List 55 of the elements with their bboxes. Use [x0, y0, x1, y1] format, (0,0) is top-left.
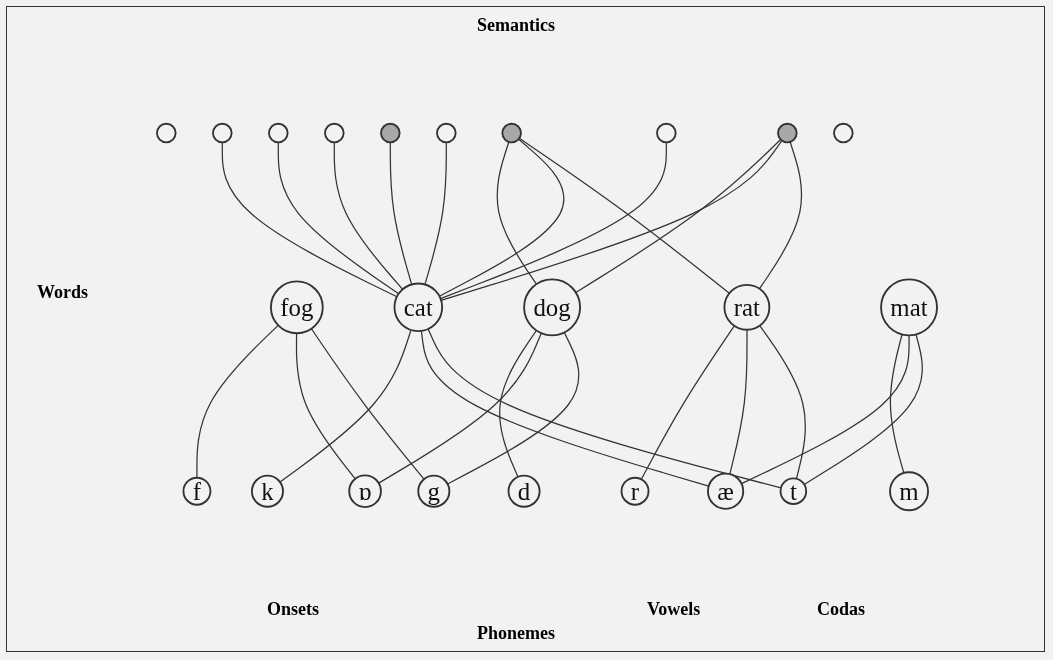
connector	[295, 332, 356, 480]
node-circle	[268, 122, 289, 144]
connector	[758, 141, 803, 290]
layer-label: Onsets	[267, 599, 319, 620]
connector	[575, 138, 782, 294]
connector	[438, 138, 565, 297]
connector	[499, 329, 537, 478]
connector	[333, 141, 404, 290]
node-circle: ɒ	[348, 474, 382, 508]
node-circle: t	[779, 477, 808, 505]
node-circle: cat	[393, 282, 444, 333]
node-circle: m	[889, 471, 929, 512]
connector	[196, 324, 279, 479]
node-circle: d	[507, 474, 541, 508]
node-circle	[324, 122, 345, 144]
node-circle: g	[417, 474, 451, 508]
node-circle: mat	[880, 278, 938, 337]
connector	[496, 141, 537, 285]
connector	[803, 333, 923, 486]
connector	[427, 328, 782, 489]
node-circle	[833, 122, 854, 144]
connector	[440, 140, 783, 301]
connector	[279, 329, 412, 483]
node-circle	[212, 122, 233, 144]
layer-label: Vowels	[647, 599, 701, 620]
connector	[759, 325, 806, 480]
connector	[420, 330, 710, 487]
connector	[310, 328, 425, 480]
node-circle	[501, 122, 522, 144]
connector	[518, 137, 730, 294]
layer-label: Phonemes	[477, 623, 555, 644]
node-circle: f	[182, 476, 212, 506]
node-circle: rat	[723, 283, 771, 331]
node-circle: r	[620, 476, 650, 506]
node-circle	[380, 122, 401, 144]
connector	[424, 141, 447, 286]
node-circle	[436, 122, 457, 144]
layer-label: Words	[37, 282, 88, 303]
layer-label: Semantics	[477, 15, 555, 36]
node-circle	[656, 122, 677, 144]
connector	[277, 141, 400, 295]
node-circle	[777, 122, 798, 144]
connector	[221, 141, 398, 298]
connector	[740, 334, 910, 485]
connector	[389, 141, 413, 286]
node-circle: dog	[523, 278, 582, 337]
node-circle: æ	[707, 472, 745, 510]
node-circle: fog	[269, 280, 324, 335]
connector	[729, 329, 748, 475]
connector	[378, 332, 542, 484]
layer-label: Codas	[817, 599, 865, 620]
node-circle: k	[250, 474, 284, 508]
connector	[640, 325, 735, 480]
node-circle	[156, 122, 177, 144]
connector	[889, 333, 905, 474]
